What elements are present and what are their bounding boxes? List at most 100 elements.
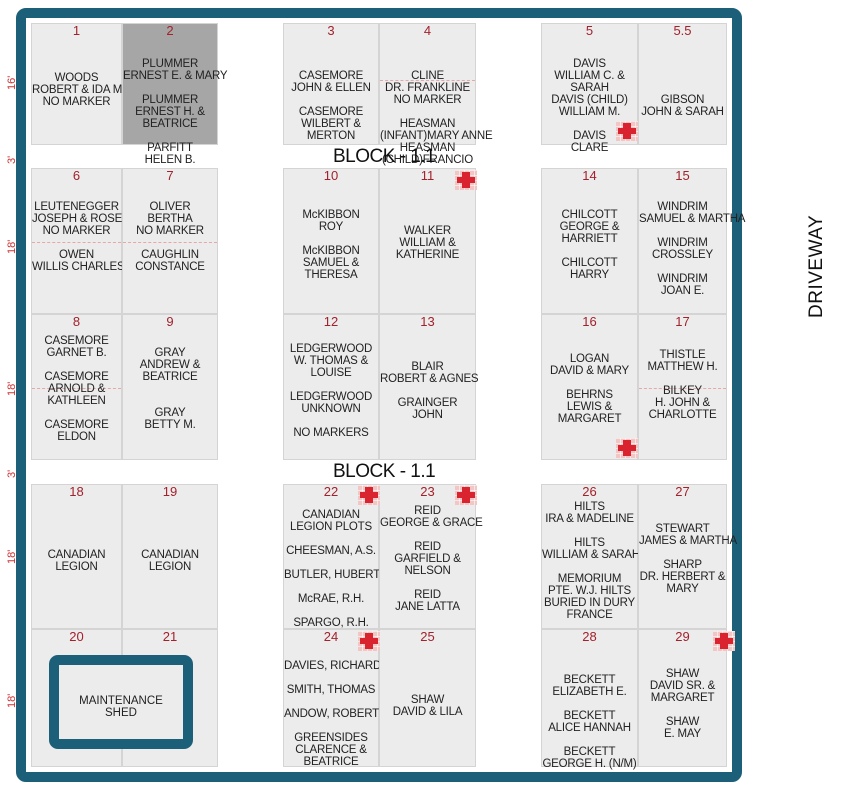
shed-label-line: SHED xyxy=(105,707,137,719)
interred-name-line: ROBERT & IDA MAY xyxy=(32,84,137,96)
interred-name-line: CANADIAN xyxy=(47,549,106,561)
interred-name-line: WINDRIM xyxy=(657,237,708,249)
interred-name-line: McKIBBON xyxy=(302,209,360,221)
plot-number: 11 xyxy=(420,168,435,183)
plot-number: 22 xyxy=(323,484,339,499)
interred-name-line: ERNEST E. & MARY xyxy=(123,70,228,82)
interred-name-line: ALICE HANNAH xyxy=(548,722,631,734)
interred-name-line: GREENSIDES xyxy=(294,732,368,744)
plot-divider xyxy=(32,242,121,243)
interred-name-line: IRA & MADELINE xyxy=(545,513,634,525)
interred-name-line: (CHILD)FRANCIO xyxy=(381,154,474,166)
interred-name-line: WOODS xyxy=(54,72,99,84)
interred-name-line: THERESA xyxy=(304,269,358,281)
interred-name-line: LEWIS & xyxy=(566,401,613,413)
plot-number: 4 xyxy=(423,23,432,38)
interred-name-line: (INFANT)MARY ANNE xyxy=(380,130,493,142)
veteran-cross-icon xyxy=(616,121,638,141)
interred-name-line: LEGION xyxy=(148,561,192,573)
interred-name-line: NELSON xyxy=(404,565,451,577)
plot-divider xyxy=(123,242,217,243)
interred-name-line: GEORGE H. (N/M) xyxy=(542,758,637,770)
veteran-cross-icon xyxy=(358,485,380,505)
interred-name-line: DAVIS (CHILD) xyxy=(551,94,628,106)
veteran-cross-icon xyxy=(358,631,380,651)
plot-number: 10 xyxy=(323,168,339,183)
interred-name-line: McRAE, R.H. xyxy=(297,593,365,605)
interred-name-line: WINDRIM xyxy=(657,273,708,285)
interred-name-line: ERNEST H. & xyxy=(135,106,205,118)
interred-name-line: BURIED IN DURY xyxy=(544,597,635,609)
interred-name-line: GARFIELD & xyxy=(394,553,461,565)
interred-name-line: H. JOHN & xyxy=(654,397,711,409)
interred-name-line: W. THOMAS & xyxy=(293,355,369,367)
interred-name-line: LEDGERWOOD xyxy=(289,391,373,403)
interred-name-line: CASEMORE xyxy=(44,335,109,347)
plot-divider xyxy=(639,388,726,389)
interred-name-line: PLUMMER xyxy=(141,94,199,106)
interred-name-line: PTE. W.J. HILTS xyxy=(547,585,632,597)
interred-name-line: DAVID & MARY xyxy=(550,365,629,377)
plot-number: 7 xyxy=(166,168,174,183)
interred-name-line: ROY xyxy=(318,221,344,233)
plot-number: 16 xyxy=(582,314,597,329)
interred-name-line: WILLIAM M. xyxy=(558,106,621,118)
plot-number: 27 xyxy=(675,484,690,499)
interred-name-line: CLARENCE & xyxy=(295,744,367,756)
plot-number: 13 xyxy=(420,314,435,329)
interred-name-line: ROBERT & AGNES xyxy=(380,373,479,385)
interred-name-line: NO MARKER xyxy=(42,225,111,237)
plot-number: 23 xyxy=(420,484,435,499)
side-dimension: 3' xyxy=(6,469,18,478)
side-dimension: 18' xyxy=(6,693,18,708)
interred-name-line: HEASMAN xyxy=(399,118,456,130)
maintenance-shed: MAINTENANCE SHED xyxy=(49,655,193,749)
interred-name-line: KATHERINE xyxy=(395,249,460,261)
interred-name-line: BLAIR xyxy=(411,361,444,373)
plot-number: 15 xyxy=(675,168,690,183)
interred-name-line: REID xyxy=(414,505,441,517)
interred-name-line: BECKETT xyxy=(563,674,616,686)
